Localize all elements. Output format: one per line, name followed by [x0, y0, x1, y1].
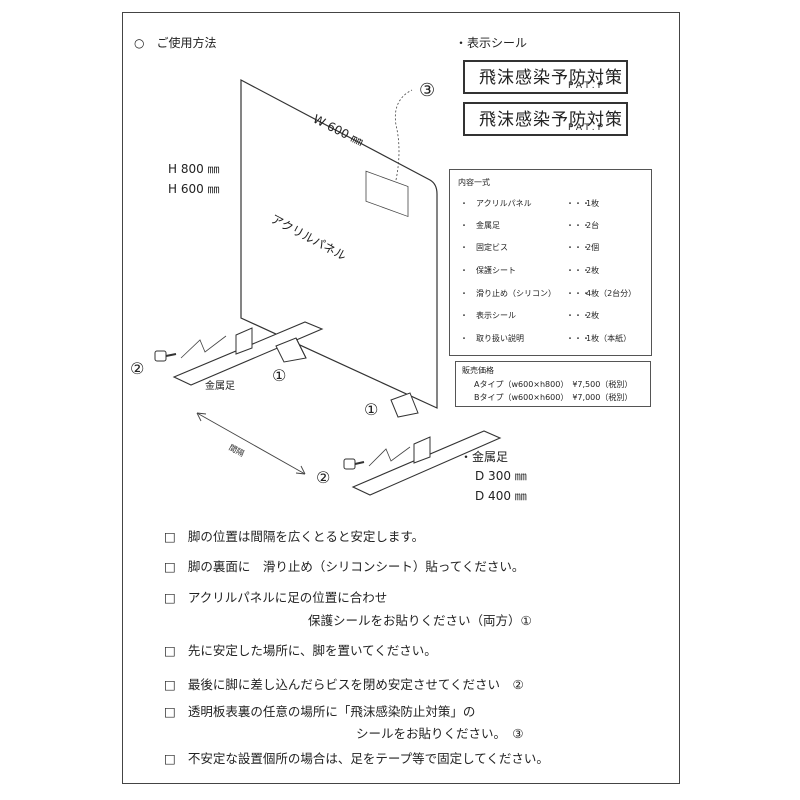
item-name: アクリルパネル: [476, 199, 532, 208]
instruction-text: シールをお貼りください。 ③: [356, 726, 524, 741]
instruction-item: □ 脚の位置は間隔を広くとると安定します。: [164, 526, 424, 545]
left-insert-arrow: [180, 335, 227, 359]
item-name: 固定ビス: [476, 243, 508, 252]
right-foot-clamp: [413, 436, 431, 464]
contents-box: 内容一式 ・アクリルパネル ・・・ 1枚 ・金属足 ・・・ 2台 ・固定ビス ・…: [449, 169, 652, 356]
price-row-b: Bタイプ（w600×h600） ¥7,000（税別）: [474, 393, 633, 402]
item-qty: 4枚（2台分）: [586, 289, 637, 298]
instruction-text: 先に安定した場所に、脚を置いてください。: [187, 643, 437, 658]
instruction-text: 脚の位置は間隔を広くとると安定します。: [187, 529, 425, 544]
instruction-continuation: シールをお貼りください。 ③: [356, 723, 523, 742]
contents-row: ・金属足 ・・・ 2台: [460, 221, 600, 230]
checkbox-symbol: □: [164, 559, 176, 574]
instruction-sheet: [122, 12, 680, 784]
instruction-text: 脚の裏面に 滑り止め（シリコンシート）貼ってください。: [187, 559, 525, 574]
item-qty: 1枚（本紙）: [586, 334, 632, 343]
callout-1a-marker: ①: [272, 366, 287, 385]
item-dots: ・・・: [566, 334, 590, 343]
callout-2b-marker: ②: [316, 468, 331, 487]
callout-1b-marker: ①: [364, 400, 379, 419]
callout-2a-marker: ②: [130, 359, 145, 378]
contents-row: ・取り扱い説明 ・・・ 1枚（本紙）: [460, 334, 632, 343]
contents-heading: 内容一式: [458, 178, 490, 187]
seal-heading: ・表示シール: [455, 36, 528, 50]
item-qty: 2枚: [586, 266, 600, 275]
seal-main-text: 飛沫感染予防対策: [479, 68, 623, 88]
foot-label-right: ・金属足: [460, 450, 509, 464]
item-name: 表示シール: [476, 311, 516, 320]
item-qty: 2枚: [586, 311, 600, 320]
seal-main-text: 飛沫感染予防対策: [479, 110, 623, 130]
seal-sub-text: PAT.P: [567, 123, 606, 133]
instruction-text: 保護シールをお貼りください（両方）①: [308, 613, 532, 628]
depth-label-b: D 400 ㎜: [475, 489, 527, 503]
price-box: 販売価格 Aタイプ（w600×h800） ¥7,500（税別） Bタイプ（w60…: [455, 361, 651, 407]
price-row-a: Aタイプ（w600×h800） ¥7,500（税別）: [474, 380, 633, 389]
left-foot-bar: [172, 321, 324, 386]
item-dots: ・・・: [566, 289, 590, 298]
left-foot-clamp: [235, 327, 253, 355]
seal-sample-2: 飛沫感染予防対策 PAT.P: [463, 102, 628, 136]
item-name: 保護シート: [476, 266, 516, 275]
item-dots: ・・・: [566, 221, 590, 230]
item-dots: ・・・: [566, 243, 590, 252]
item-qty: 2台: [586, 221, 600, 230]
depth-label-a: D 300 ㎜: [475, 469, 527, 483]
checkbox-symbol: □: [164, 751, 176, 766]
instruction-text: 透明板表裏の任意の場所に「飛沫感染防止対策」の: [187, 704, 476, 719]
checkbox-symbol: □: [164, 704, 176, 719]
item-name: 滑り止め（シリコン）: [476, 289, 556, 298]
instruction-text: アクリルパネルに足の位置に合わせ: [187, 590, 388, 605]
price-heading: 販売価格: [462, 366, 494, 375]
height-label-a: H 800 ㎜: [168, 162, 220, 176]
instruction-item: □ 先に安定した場所に、脚を置いてください。: [164, 640, 437, 659]
foot-label-left: 金属足: [205, 381, 235, 392]
item-qty: 1枚: [586, 199, 600, 208]
item-dots: ・・・: [566, 311, 590, 320]
callout-3-marker: ③: [419, 80, 436, 101]
item-name: 金属足: [476, 221, 500, 230]
item-dots: ・・・: [566, 199, 590, 208]
instruction-text: 最後に脚に差し込んだらビスを閉め安定させてください ②: [187, 677, 524, 692]
item-qty: 2個: [586, 243, 600, 252]
instruction-item: □ 脚の裏面に 滑り止め（シリコンシート）貼ってください。: [164, 556, 524, 575]
callout-3-leader: [394, 89, 413, 181]
instruction-continuation: 保護シールをお貼りください（両方）①: [308, 610, 532, 629]
left-screw-head: [154, 350, 167, 362]
instruction-item: □ 不安定な設置個所の場合は、足をテープ等で固定してください。: [164, 748, 549, 767]
instruction-item: □ 最後に脚に差し込んだらビスを閉め安定させてください ②: [164, 674, 524, 693]
spacing-arrow: [196, 412, 306, 475]
contents-row: ・保護シート ・・・ 2枚: [460, 266, 600, 275]
contents-row: ・滑り止め（シリコン） ・・・ 4枚（2台分）: [460, 289, 637, 298]
contents-row: ・アクリルパネル ・・・ 1枚: [460, 199, 600, 208]
checkbox-symbol: □: [164, 529, 176, 544]
checkbox-symbol: □: [164, 643, 176, 658]
item-name: 取り扱い説明: [476, 334, 524, 343]
right-silicon-pad: [390, 392, 419, 418]
right-foot-bar: [351, 430, 502, 496]
instruction-text: 不安定な設置個所の場合は、足をテープ等で固定してください。: [187, 751, 549, 766]
item-dots: ・・・: [566, 266, 590, 275]
contents-row: ・表示シール ・・・ 2枚: [460, 311, 600, 320]
acrylic-panel-shape: [240, 79, 438, 409]
contents-row: ・固定ビス ・・・ 2個: [460, 243, 600, 252]
checkbox-symbol: □: [164, 677, 176, 692]
seal-sample-1: 飛沫感染予防対策 PAT.P: [463, 60, 628, 94]
checkbox-symbol: □: [164, 590, 176, 605]
seal-sub-text: PAT.P: [567, 81, 606, 91]
instruction-item: □ 透明板表裏の任意の場所に「飛沫感染防止対策」の: [164, 701, 475, 720]
right-screw-head: [343, 458, 356, 470]
instruction-item: □ アクリルパネルに足の位置に合わせ: [164, 587, 387, 606]
page-title: ○ ご使用方法: [134, 36, 217, 50]
height-label-b: H 600 ㎜: [168, 182, 220, 196]
right-insert-arrow: [368, 446, 411, 467]
panel-seal-mark: [365, 170, 409, 218]
